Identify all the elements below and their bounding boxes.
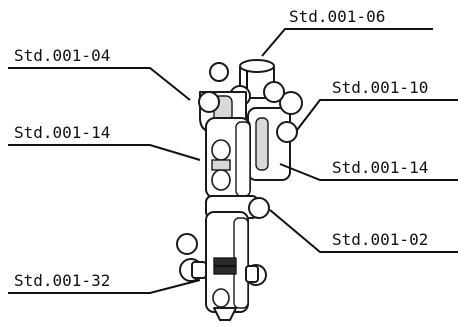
leader-std-001-14-right <box>279 163 458 181</box>
leader-std-001-02 <box>269 209 458 253</box>
part-std-001-14-upper <box>205 117 251 199</box>
mechanical-assembly <box>176 59 303 321</box>
leader-std-001-06 <box>261 28 433 57</box>
leader-std-001-04 <box>8 67 191 101</box>
callout-std-001-14-left: Std.001-14 <box>14 123 110 142</box>
callout-std-001-14-right: Std.001-14 <box>332 158 428 177</box>
callout-std-001-04: Std.001-04 <box>14 46 110 65</box>
leader-std-001-14-left <box>8 144 201 161</box>
callout-std-001-02: Std.001-02 <box>332 230 428 249</box>
leader-lines <box>8 28 458 294</box>
leader-std-001-32 <box>8 279 201 294</box>
part-std-001-10 <box>247 91 303 181</box>
part-std-001-32 <box>176 211 267 321</box>
callout-std-001-10: Std.001-10 <box>332 78 428 97</box>
callout-labels: Std.001-06 Std.001-04 Std.001-10 Std.001… <box>14 7 428 290</box>
leader-std-001-10 <box>296 99 458 131</box>
callout-std-001-32: Std.001-32 <box>14 271 110 290</box>
callout-std-001-06: Std.001-06 <box>289 7 385 26</box>
